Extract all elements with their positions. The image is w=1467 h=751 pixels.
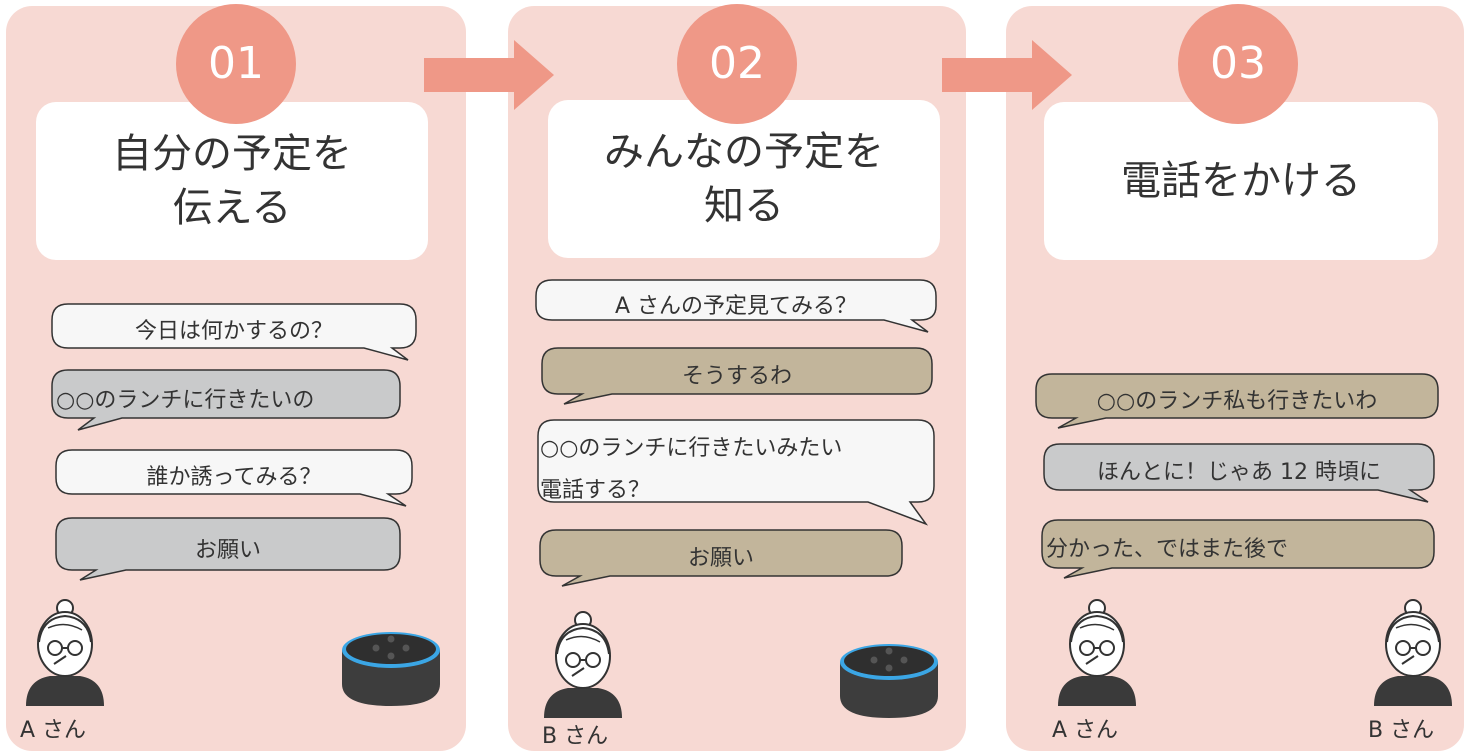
right-arrow-icon xyxy=(942,40,1072,110)
person-label: B さん xyxy=(542,724,609,749)
bubble-text: 今日は何かするの？ xyxy=(134,319,333,344)
bubble-text: お願い xyxy=(687,546,754,571)
speech-bubble: 今日は何かするの？ xyxy=(51,303,417,361)
bubble-text: 誰か誘ってみる？ xyxy=(146,465,322,490)
speech-bubble: ○○のランチに行きたいみたい 電話する？ xyxy=(537,419,935,526)
speech-bubble: ○○のランチ私も行きたいわ xyxy=(1035,373,1439,429)
bubble-text: ○○のランチに行きたいの xyxy=(56,388,315,413)
bubble-text: 分かった、ではまた後で xyxy=(1046,537,1289,562)
elderly-woman-icon xyxy=(538,610,628,718)
speech-bubble: A さんの予定見てみる？ xyxy=(535,279,937,333)
speech-bubble: お願い xyxy=(539,529,903,587)
step-title-box-1: 自分の予定を 伝える xyxy=(36,102,428,260)
person-label: A さん xyxy=(1052,718,1119,743)
step-title-box-3: 電話をかける xyxy=(1044,102,1438,260)
bubble-text: ○○のランチに行きたいみたい xyxy=(540,436,843,461)
speech-bubble: 分かった、ではまた後で xyxy=(1041,519,1435,579)
elderly-woman-icon xyxy=(20,598,110,706)
bubble-text: 電話する？ xyxy=(540,478,651,503)
bubble-text: A さんの予定見てみる？ xyxy=(614,294,858,319)
step-title-3: 電話をかける xyxy=(1121,158,1361,204)
step-title-1: 自分の予定を 伝える xyxy=(112,131,352,231)
smart-speaker-icon xyxy=(336,628,446,708)
speech-bubble: ほんとに！じゃあ 12 時頃に xyxy=(1043,443,1435,503)
speech-bubble: そうするわ xyxy=(541,347,933,405)
elderly-woman-icon xyxy=(1368,598,1458,706)
bubble-text: お願い xyxy=(194,538,261,563)
person-label: A さん xyxy=(20,718,87,743)
speech-bubble: お願い xyxy=(55,517,401,581)
speech-bubble: 誰か誘ってみる？ xyxy=(55,449,413,507)
bubble-text: そうするわ xyxy=(681,364,792,389)
step-title-box-2: みんなの予定を 知る xyxy=(548,100,940,258)
right-arrow-icon xyxy=(424,40,554,110)
bubble-text: ほんとに！じゃあ 12 時頃に xyxy=(1097,460,1381,485)
elderly-woman-icon xyxy=(1052,598,1142,706)
person-label: B さん xyxy=(1368,718,1435,743)
smart-speaker-icon xyxy=(834,640,944,720)
step-title-2: みんなの予定を 知る xyxy=(604,129,884,229)
step-number-1: 01 xyxy=(176,4,296,124)
speech-bubble: ○○のランチに行きたいの xyxy=(51,369,401,431)
bubble-text: ○○のランチ私も行きたいわ xyxy=(1096,389,1378,414)
step-number-3: 03 xyxy=(1178,4,1298,124)
step-number-2: 02 xyxy=(677,4,797,124)
